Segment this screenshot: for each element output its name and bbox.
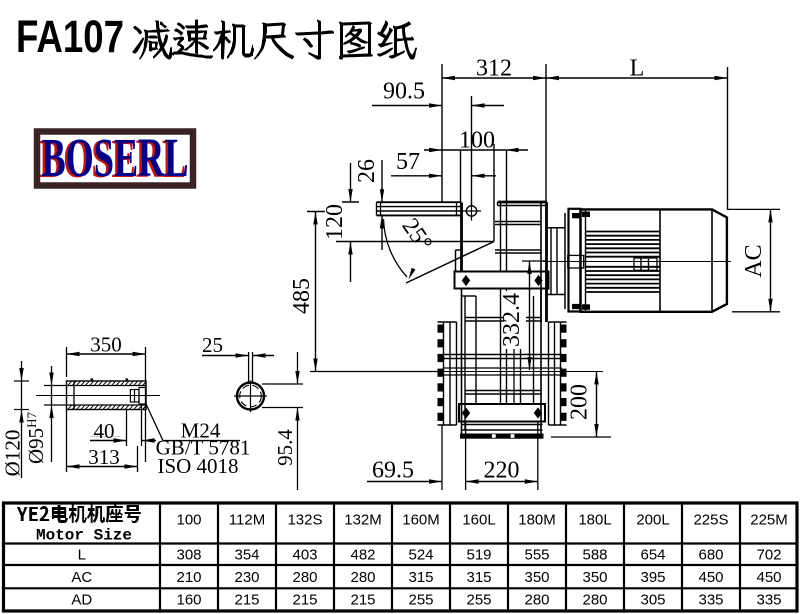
svg-text:220: 220 (484, 458, 520, 484)
svg-text:112M: 112M (229, 512, 265, 529)
svg-text:40: 40 (94, 419, 115, 443)
svg-text:280: 280 (524, 592, 549, 609)
svg-text:255: 255 (408, 592, 433, 609)
svg-text:313: 313 (88, 445, 120, 469)
svg-text:280: 280 (582, 592, 607, 609)
svg-text:350: 350 (582, 569, 607, 586)
svg-text:L: L (630, 56, 645, 82)
svg-text:200L: 200L (636, 512, 669, 529)
svg-text:160: 160 (176, 592, 201, 609)
svg-text:350: 350 (90, 333, 122, 357)
svg-text:485: 485 (289, 278, 315, 314)
svg-text:100: 100 (176, 512, 201, 529)
svg-text:100: 100 (459, 128, 495, 154)
svg-text:95.4: 95.4 (273, 429, 297, 466)
svg-text:Motor Size: Motor Size (36, 527, 132, 545)
svg-text:654: 654 (640, 547, 665, 564)
svg-text:482: 482 (350, 547, 375, 564)
svg-text:BOSERL: BOSERL (42, 127, 189, 188)
svg-text:255: 255 (466, 592, 491, 609)
svg-text:132S: 132S (287, 512, 322, 529)
svg-text:312: 312 (476, 56, 512, 82)
svg-text:215: 215 (292, 592, 317, 609)
svg-text:335: 335 (756, 592, 781, 609)
svg-text:225M: 225M (750, 512, 788, 529)
svg-text:200: 200 (567, 384, 593, 420)
svg-text:354: 354 (234, 547, 259, 564)
svg-text:69.5: 69.5 (372, 458, 414, 484)
svg-text:225S: 225S (693, 512, 728, 529)
svg-text:315: 315 (408, 569, 433, 586)
svg-text:450: 450 (698, 569, 723, 586)
svg-text:395: 395 (640, 569, 665, 586)
svg-text:555: 555 (524, 547, 549, 564)
svg-text:680: 680 (698, 547, 723, 564)
svg-text:305: 305 (640, 592, 665, 609)
svg-text:AC: AC (71, 569, 92, 586)
svg-text:160L: 160L (462, 512, 495, 529)
svg-text:120: 120 (322, 204, 348, 240)
svg-text:519: 519 (466, 547, 491, 564)
svg-text:AD: AD (71, 592, 92, 609)
svg-text:160M: 160M (402, 512, 440, 529)
svg-text:215: 215 (234, 592, 259, 609)
svg-text:280: 280 (350, 569, 375, 586)
svg-text:588: 588 (582, 547, 607, 564)
svg-text:180M: 180M (518, 512, 556, 529)
svg-text:210: 210 (176, 569, 201, 586)
svg-text:180L: 180L (578, 512, 611, 529)
svg-text:M24: M24 (181, 419, 221, 443)
svg-text:315: 315 (466, 569, 491, 586)
svg-text:Ø120: Ø120 (1, 430, 25, 477)
svg-text:450: 450 (756, 569, 781, 586)
svg-text:403: 403 (292, 547, 317, 564)
svg-text:524: 524 (408, 547, 433, 564)
svg-text:BOSERL: BOSERL (39, 128, 186, 189)
svg-text:L: L (78, 547, 86, 564)
svg-text:90.5: 90.5 (383, 79, 425, 105)
svg-text:308: 308 (176, 547, 201, 564)
svg-text:FA107: FA107 (16, 11, 124, 62)
svg-text:335: 335 (698, 592, 723, 609)
svg-text:AC: AC (741, 244, 767, 277)
svg-text:GB/T 5781: GB/T 5781 (156, 436, 251, 460)
svg-text:702: 702 (756, 547, 781, 564)
svg-text:26: 26 (354, 159, 380, 183)
svg-text:350: 350 (524, 569, 549, 586)
svg-text:25: 25 (202, 333, 223, 357)
svg-text:ISO 4018: ISO 4018 (157, 454, 238, 478)
svg-text:57: 57 (396, 149, 420, 175)
svg-text:215: 215 (350, 592, 375, 609)
svg-text:230: 230 (234, 569, 259, 586)
svg-text:280: 280 (292, 569, 317, 586)
svg-text:332.4: 332.4 (499, 293, 525, 347)
svg-text:132M: 132M (344, 512, 382, 529)
